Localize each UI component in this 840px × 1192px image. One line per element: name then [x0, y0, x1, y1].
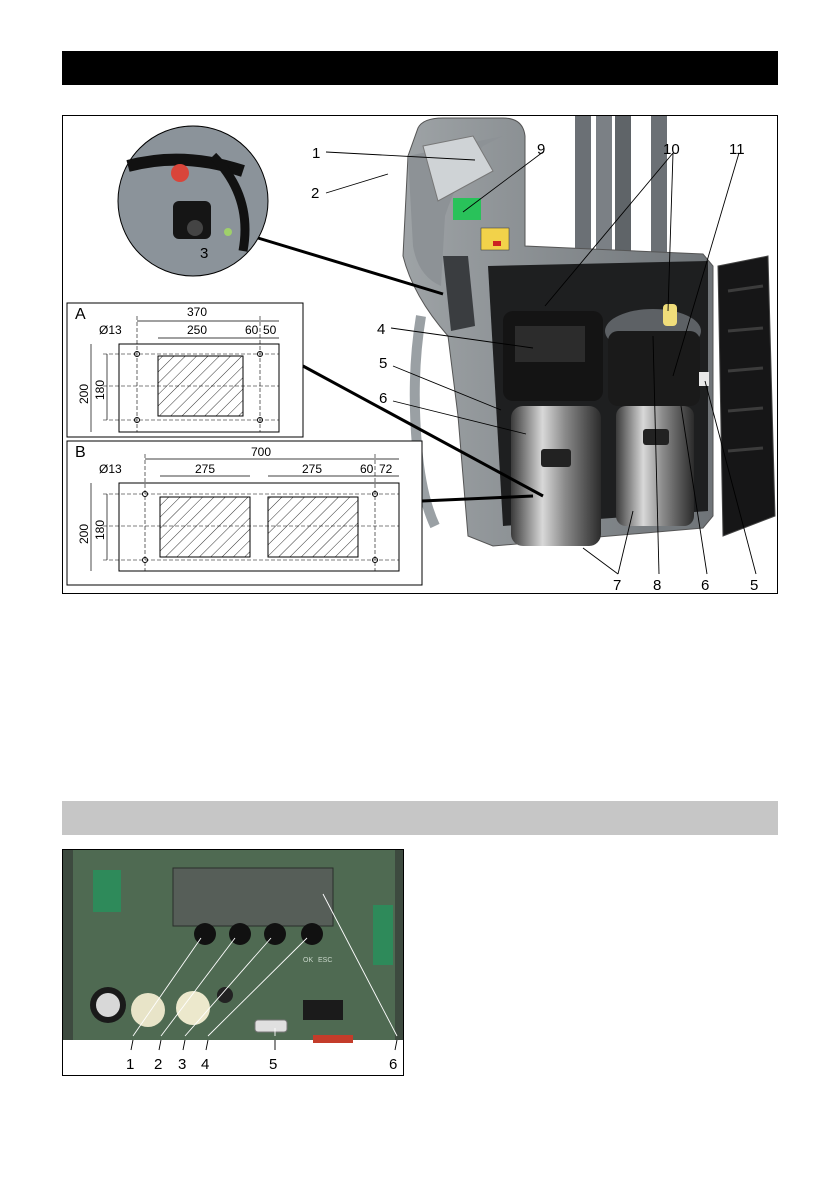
dim-b-hole: Ø13 [99, 462, 122, 476]
dim-b-left-inner: 275 [195, 462, 215, 476]
callout-4: 4 [377, 321, 385, 338]
figure-control-board: OK ESC 1 2 3 4 5 6 [62, 849, 404, 1076]
callout-9: 9 [537, 141, 545, 158]
inset-switch-detail [118, 126, 443, 294]
dim-b-inner-height: 180 [93, 520, 107, 540]
board-label-ok: OK [303, 957, 313, 964]
board-callout-3: 3 [178, 1056, 186, 1073]
dim-a-right2: 50 [263, 323, 277, 337]
dim-a-right1: 60 [245, 323, 259, 337]
callout-3: 3 [200, 245, 208, 262]
dim-a-inner: 250 [187, 323, 207, 337]
dim-a-hole: Ø13 [99, 323, 122, 337]
dim-b-total: 700 [251, 445, 271, 459]
figure-control-board-drawing: OK ESC 1 2 3 4 5 6 [63, 850, 404, 1076]
dim-a-inner-height: 180 [93, 380, 107, 400]
callout-2: 2 [311, 185, 319, 202]
board-callout-6: 6 [389, 1056, 397, 1073]
figure-installation: 1 2 3 4 5 6 7 8 9 10 11 5 6 A [62, 115, 778, 594]
callout-10: 10 [663, 141, 680, 158]
hoses [575, 116, 667, 266]
board-callout-5: 5 [269, 1056, 277, 1073]
dim-b-right2: 72 [379, 462, 393, 476]
dim-a-height: 200 [77, 384, 91, 404]
panel-b-letter: B [75, 444, 86, 461]
callout-11: 11 [729, 141, 745, 158]
section-heading-bar-gray [62, 801, 778, 835]
board-callout-2: 2 [154, 1056, 162, 1073]
callout-8: 8 [653, 577, 661, 594]
dim-a-total: 370 [187, 305, 207, 319]
board-label-esc: ESC [318, 957, 332, 964]
board-callout-1: 1 [126, 1056, 134, 1073]
panel-a-letter: A [75, 306, 86, 323]
callout-6b: 6 [701, 577, 709, 594]
callout-6: 6 [379, 390, 387, 407]
dim-b-right1: 60 [360, 462, 374, 476]
callout-5: 5 [379, 355, 387, 372]
dim-b-right-inner: 275 [302, 462, 322, 476]
callout-7: 7 [613, 577, 621, 594]
section-heading-bar [62, 51, 778, 85]
board-callout-4: 4 [201, 1056, 209, 1073]
callout-5b: 5 [750, 577, 758, 594]
callout-1: 1 [312, 145, 320, 162]
figure-installation-drawing: 1 2 3 4 5 6 7 8 9 10 11 5 6 A [63, 116, 779, 595]
dim-b-height: 200 [77, 524, 91, 544]
